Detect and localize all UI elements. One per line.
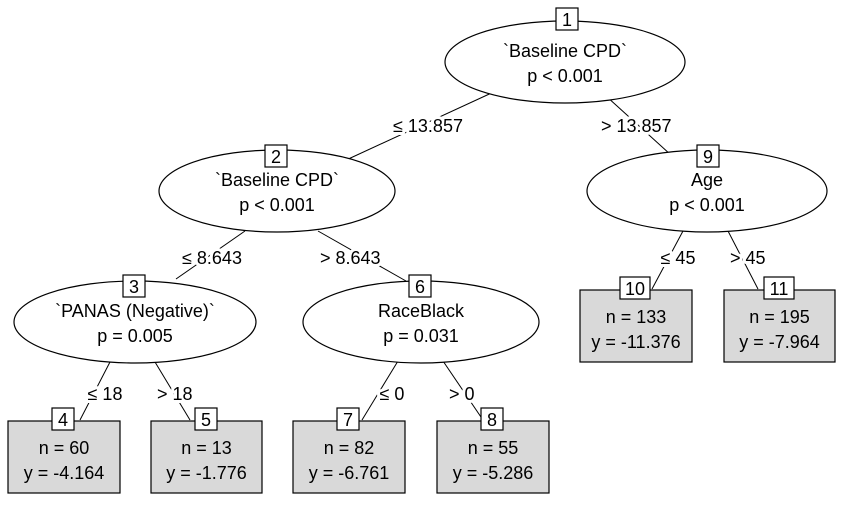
node-pvalue-1: p < 0.001 bbox=[527, 66, 603, 86]
node-id-box-10 bbox=[619, 276, 651, 300]
node-pvalue-9: p < 0.001 bbox=[669, 195, 745, 215]
terminal-y-8: y = -5.286 bbox=[453, 463, 534, 483]
inner-node-3: `PANAS (Negative)` p = 0.005 3 bbox=[13, 274, 257, 364]
edge-line-2-3 bbox=[175, 230, 246, 280]
node-pvalue-2: p < 0.001 bbox=[239, 195, 315, 215]
node-id-box-1 bbox=[555, 7, 579, 31]
edges: ≤ 13.857 > 13.857 ≤ 8.643 > 8.643 ≤ 18 > 18 ≤ … bbox=[79, 89, 769, 421]
terminal-node-10: n = 133 y = -11.376 10 bbox=[579, 276, 693, 363]
edge-label-1-2: ≤ 13.857 bbox=[393, 116, 463, 136]
node-pvalue-3: p = 0.005 bbox=[97, 326, 173, 346]
terminal-n-4: n = 60 bbox=[39, 438, 90, 458]
node-id-10: 10 bbox=[625, 279, 645, 299]
node-id-box-8 bbox=[480, 407, 504, 431]
terminal-y-11: y = -7.964 bbox=[739, 332, 820, 352]
node-pvalue-6: p = 0.031 bbox=[383, 326, 459, 346]
edge-line-1-9 bbox=[605, 95, 672, 156]
terminal-node-5: n = 13 y = -1.776 5 bbox=[150, 407, 263, 494]
terminal-y-4: y = -4.164 bbox=[24, 463, 105, 483]
node-variable-6: RaceBlack bbox=[378, 301, 465, 321]
edge-line-1-2 bbox=[343, 89, 499, 162]
node-ellipse-1 bbox=[444, 20, 686, 104]
node-id-11: 11 bbox=[770, 279, 789, 299]
node-id-1: 1 bbox=[562, 10, 572, 30]
edge-line-3-5 bbox=[154, 361, 191, 421]
terminal-node-11: n = 195 y = -7.964 11 bbox=[723, 276, 836, 363]
edge-label-6-8: > 0 bbox=[449, 384, 475, 404]
node-id-box-4 bbox=[51, 407, 75, 431]
terminal-n-11: n = 195 bbox=[749, 307, 810, 327]
node-id-2: 2 bbox=[271, 147, 281, 167]
node-id-box-5 bbox=[194, 407, 218, 431]
edge-label-2-3: ≤ 8.643 bbox=[182, 248, 242, 268]
terminal-n-10: n = 133 bbox=[606, 307, 667, 327]
edge-label-2-6: > 8.643 bbox=[320, 248, 381, 268]
terminal-y-5: y = -1.776 bbox=[166, 463, 247, 483]
node-id-6: 6 bbox=[415, 277, 425, 297]
terminal-box-7 bbox=[292, 420, 406, 494]
edge-line-6-8 bbox=[442, 360, 484, 421]
terminal-node-7: n = 82 y = -6.761 7 bbox=[292, 407, 406, 494]
node-id-box-9 bbox=[696, 144, 720, 168]
node-id-5: 5 bbox=[201, 410, 211, 430]
terminal-n-7: n = 82 bbox=[324, 438, 375, 458]
node-id-7: 7 bbox=[343, 410, 353, 430]
terminal-box-5 bbox=[150, 420, 263, 494]
edge-label-3-5: > 18 bbox=[157, 384, 193, 404]
edge-label-9-10: ≤ 45 bbox=[661, 248, 696, 268]
terminal-box-11 bbox=[723, 289, 836, 363]
edge-label-6-7: ≤ 0 bbox=[380, 384, 405, 404]
node-variable-9: Age bbox=[691, 170, 723, 190]
terminal-node-8: n = 55 y = -5.286 8 bbox=[436, 407, 550, 494]
node-id-box-11 bbox=[763, 276, 795, 300]
edge-line-9-11 bbox=[727, 230, 759, 290]
terminal-n-5: n = 13 bbox=[181, 438, 232, 458]
node-variable-3: `PANAS (Negative)` bbox=[55, 301, 215, 321]
terminal-y-7: y = -6.761 bbox=[309, 463, 390, 483]
terminal-n-8: n = 55 bbox=[468, 438, 519, 458]
edge-label-9-11: > 45 bbox=[730, 248, 766, 268]
inner-node-6: RaceBlack p = 0.031 6 bbox=[302, 274, 540, 364]
inner-node-1: `Baseline CPD` p < 0.001 1 bbox=[444, 7, 686, 104]
node-id-4: 4 bbox=[58, 410, 68, 430]
inner-node-9: Age p < 0.001 9 bbox=[586, 144, 828, 233]
edge-line-6-7 bbox=[361, 360, 399, 421]
edge-label-3-4: ≤ 18 bbox=[88, 384, 123, 404]
node-id-9: 9 bbox=[703, 147, 713, 167]
terminal-box-8 bbox=[436, 420, 550, 494]
node-id-3: 3 bbox=[129, 277, 139, 297]
terminal-node-4: n = 60 y = -4.164 4 bbox=[7, 407, 121, 494]
edge-line-9-10 bbox=[651, 230, 684, 290]
node-variable-1: `Baseline CPD` bbox=[503, 41, 627, 61]
node-id-box-6 bbox=[408, 274, 432, 298]
node-id-box-2 bbox=[264, 144, 288, 168]
terminal-y-10: y = -11.376 bbox=[591, 332, 680, 352]
edge-line-2-6 bbox=[317, 230, 407, 282]
edge-line-3-4 bbox=[79, 361, 111, 421]
node-id-8: 8 bbox=[487, 410, 497, 430]
inner-node-2: `Baseline CPD` p < 0.001 2 bbox=[158, 144, 396, 233]
node-id-box-3 bbox=[122, 274, 146, 298]
node-variable-2: `Baseline CPD` bbox=[215, 170, 339, 190]
nodes: `Baseline CPD` p < 0.001 1 `Baseline CPD` p … bbox=[7, 7, 836, 494]
node-id-box-7 bbox=[336, 407, 360, 431]
edge-label-1-9: > 13.857 bbox=[601, 116, 672, 136]
